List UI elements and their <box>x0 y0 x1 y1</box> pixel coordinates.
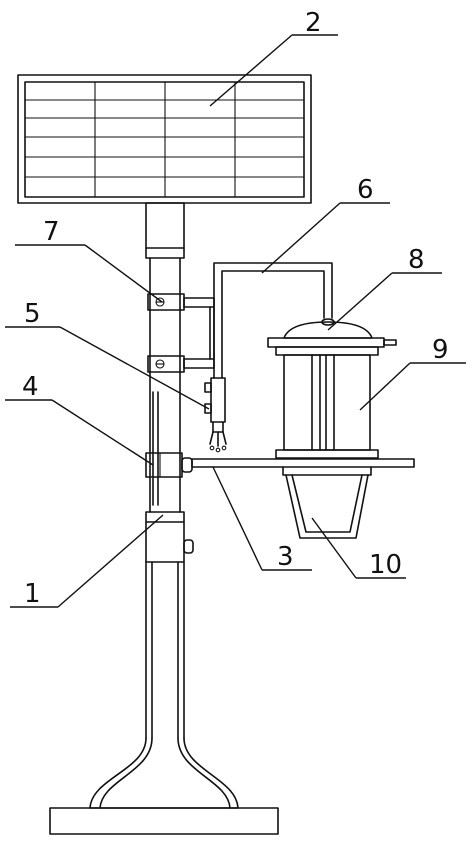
upper-pole <box>149 257 181 513</box>
connecting-pipe <box>213 262 333 379</box>
spray-valve <box>204 377 227 453</box>
part-labels: 2 7 5 4 6 8 9 3 10 1 <box>22 8 449 609</box>
label-10: 10 <box>369 550 402 580</box>
label-2: 2 <box>305 8 322 38</box>
collection-cup <box>282 466 372 539</box>
leader-lines <box>5 34 466 608</box>
label-8: 8 <box>408 245 425 275</box>
insect-killer-lamp <box>267 318 397 459</box>
label-9: 9 <box>432 335 449 365</box>
solar-panel <box>17 74 312 204</box>
base <box>49 737 279 835</box>
label-5: 5 <box>24 299 41 329</box>
upper-clamp <box>147 293 215 311</box>
lower-clamp <box>147 355 215 373</box>
panel-mount-stub <box>145 202 185 259</box>
label-7: 7 <box>43 217 60 247</box>
label-4: 4 <box>22 372 39 402</box>
label-6: 6 <box>357 175 374 205</box>
label-3: 3 <box>277 542 294 572</box>
support-tray <box>191 458 415 468</box>
lower-pole <box>145 511 194 739</box>
label-1: 1 <box>24 579 41 609</box>
guide-rod <box>152 391 159 506</box>
